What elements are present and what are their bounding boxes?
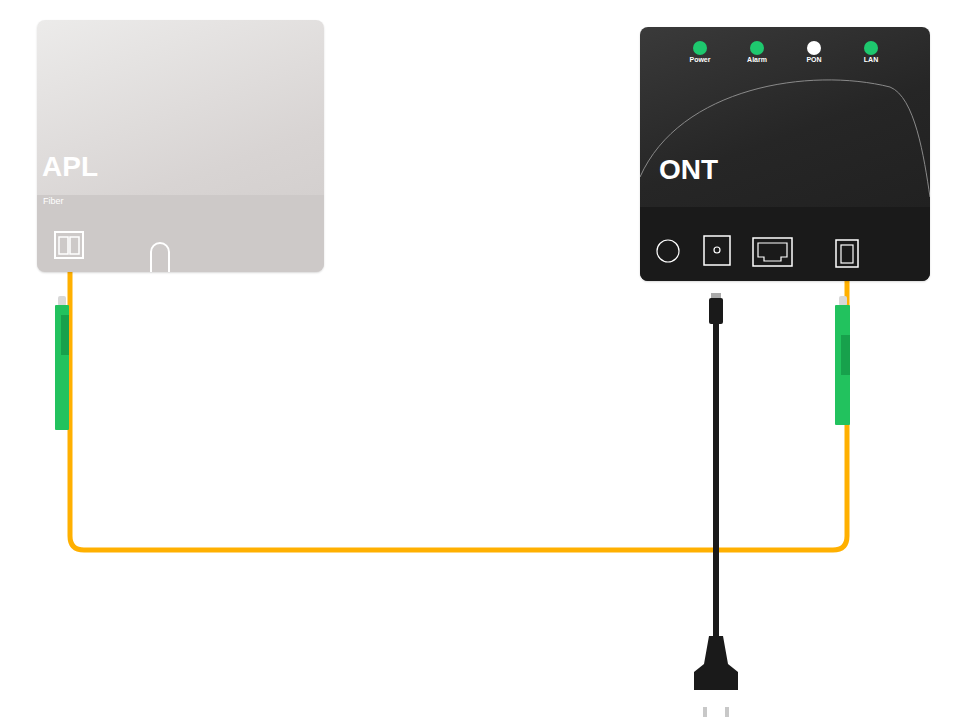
device-label: Alarm (747, 56, 767, 64)
device-box: APL Fiber (37, 20, 324, 272)
device-label: PON (806, 56, 821, 64)
device-box: Power Alarm PON LAN ONT (640, 27, 930, 281)
fiber-cable (70, 272, 847, 550)
device-detail (37, 20, 324, 272)
device-detail (640, 27, 930, 281)
device-label: Fiber (43, 197, 64, 207)
device-label: LAN (864, 56, 878, 64)
power-cable (694, 293, 738, 717)
device-label: ONT (659, 155, 718, 186)
device-label: APL (42, 152, 98, 183)
fiber-plug (835, 296, 850, 425)
device-label: Power (689, 56, 710, 64)
fiber-plug (55, 296, 69, 430)
